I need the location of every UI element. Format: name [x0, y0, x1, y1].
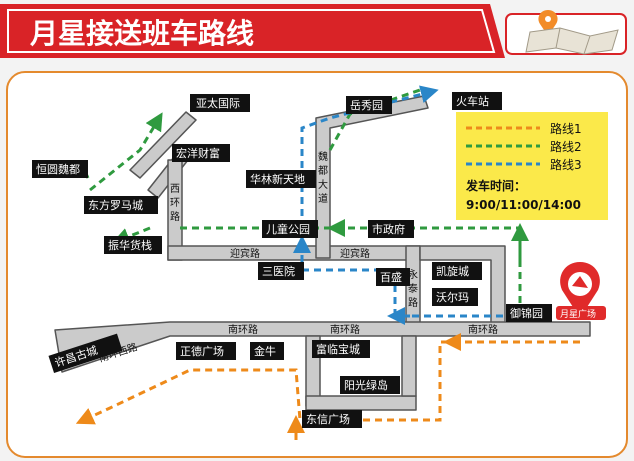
svg-text:永: 永 [408, 268, 418, 281]
road-yongtai: 永泰路 [408, 268, 418, 309]
stop-fulin: 富临宝城 [316, 342, 360, 356]
stop-hongyang: 宏洋财富 [176, 146, 220, 160]
legend-route-3: 路线3 [550, 157, 582, 172]
road-yingbin-2: 迎宾路 [340, 247, 370, 260]
stop-woerma: 沃尔玛 [436, 291, 469, 304]
stop-ertong: 儿童公园 [266, 222, 310, 236]
stop-kaixuan: 凯旋城 [436, 264, 469, 278]
stop-sanyiyuan: 三医院 [262, 264, 295, 278]
svg-text:路: 路 [408, 296, 418, 309]
svg-text:泰: 泰 [408, 282, 418, 295]
route-1-orange [75, 333, 580, 440]
stop-dongxin: 东信广场 [306, 412, 350, 426]
stop-hualin: 华林新天地 [250, 172, 305, 186]
stop-yujin: 御锦园 [510, 306, 543, 320]
stop-labels: 亚太国际 恒圆魏都 宏洋财富 东方罗马城 振华货栈 华林新天地 岳秀园 火车站 … [32, 92, 552, 428]
stop-baisheng: 百盛 [380, 270, 402, 284]
stop-shizhengfu: 市政府 [372, 222, 405, 236]
road-nanhuan-1: 南环路 [228, 323, 258, 336]
stop-zhengde: 正德广场 [180, 344, 224, 358]
stop-yangguang: 阳光绿岛 [344, 378, 388, 392]
road-xihuan: 西 环 路 [170, 184, 180, 223]
legend: 路线1 路线2 路线3 发车时间： 9:00/11:00/14:00 [456, 112, 608, 220]
header-banner: 月星接送班车路线 [0, 4, 627, 58]
svg-text:道: 道 [318, 192, 328, 205]
departure-label: 发车时间： [465, 178, 526, 193]
svg-text:都: 都 [318, 165, 328, 177]
legend-route-2: 路线2 [550, 139, 582, 154]
destination-marker: 月星广场 [556, 262, 606, 320]
stop-jinniu: 金牛 [254, 344, 276, 358]
page-title: 月星接送班车路线 [29, 17, 254, 50]
stop-huochezhan: 火车站 [456, 94, 489, 108]
map-pin-icon [538, 10, 558, 36]
stop-dongfang: 东方罗马城 [88, 198, 143, 212]
stop-zhenhua: 振华货栈 [108, 238, 152, 252]
svg-text:环: 环 [170, 198, 180, 209]
stop-yuexiu: 岳秀园 [350, 99, 383, 112]
svg-text:大: 大 [318, 178, 328, 191]
road-yingbin-1: 迎宾路 [230, 247, 260, 260]
departure-times: 9:00/11:00/14:00 [466, 198, 581, 212]
folded-map-icon [525, 27, 619, 55]
destination-label: 月星广场 [560, 308, 596, 320]
road-nanhuan-2: 南环路 [330, 323, 360, 336]
stop-hengyuan: 恒圆魏都 [36, 162, 80, 176]
svg-text:西: 西 [170, 184, 180, 195]
road-nanhuan-3: 南环路 [468, 323, 498, 336]
legend-route-1: 路线1 [550, 121, 582, 136]
legend-box [456, 112, 608, 220]
svg-text:路: 路 [170, 210, 180, 223]
stop-yatai: 亚太国际 [196, 97, 240, 110]
svg-text:魏: 魏 [318, 150, 328, 163]
